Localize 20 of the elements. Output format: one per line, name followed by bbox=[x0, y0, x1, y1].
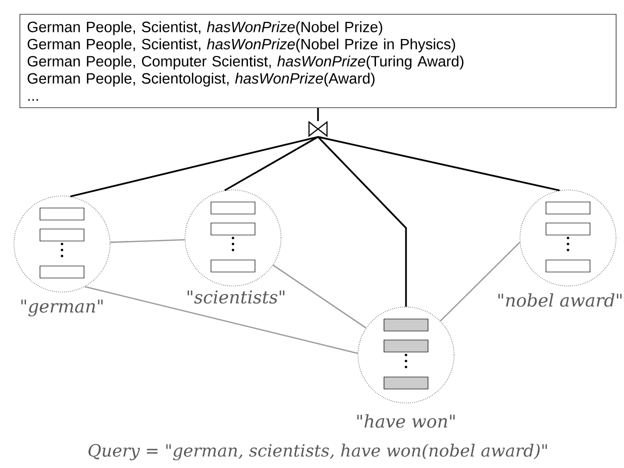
connector-line bbox=[317, 108, 319, 122]
node-caption: "scientists" bbox=[188, 290, 284, 304]
dotted-circle-drawing bbox=[184, 190, 282, 286]
dotted-circle-drawing bbox=[358, 306, 454, 404]
connector-line bbox=[110, 239, 185, 243]
connector-line bbox=[224, 136, 318, 192]
connector-line bbox=[84, 286, 358, 354]
node-caption: "nobel award" bbox=[498, 293, 622, 307]
connector-line bbox=[272, 264, 366, 328]
connector-line bbox=[440, 242, 520, 322]
node-caption: "german" bbox=[21, 300, 103, 316]
caption: Query = "german, scientists, have won(nobel award)" bbox=[88, 444, 547, 460]
join-symbol bbox=[308, 120, 328, 138]
node-caption: "have won" bbox=[357, 414, 455, 428]
dotted-circle-drawing bbox=[14, 196, 110, 292]
connector-line bbox=[318, 136, 560, 192]
text-box: German People, Scientist, hasWonPrize(Nobel Prize) German People, Scientist, hasWonPrize(Nobel Prize in Physics) German People, Computer Scientist, hasWonPrize(Turing Award) German People, Scientologist, hasWonPrize(Award) ... bbox=[20, 14, 616, 108]
connector-line bbox=[70, 136, 318, 198]
dotted-circle-drawing bbox=[520, 190, 616, 286]
connector-line bbox=[317, 136, 407, 307]
